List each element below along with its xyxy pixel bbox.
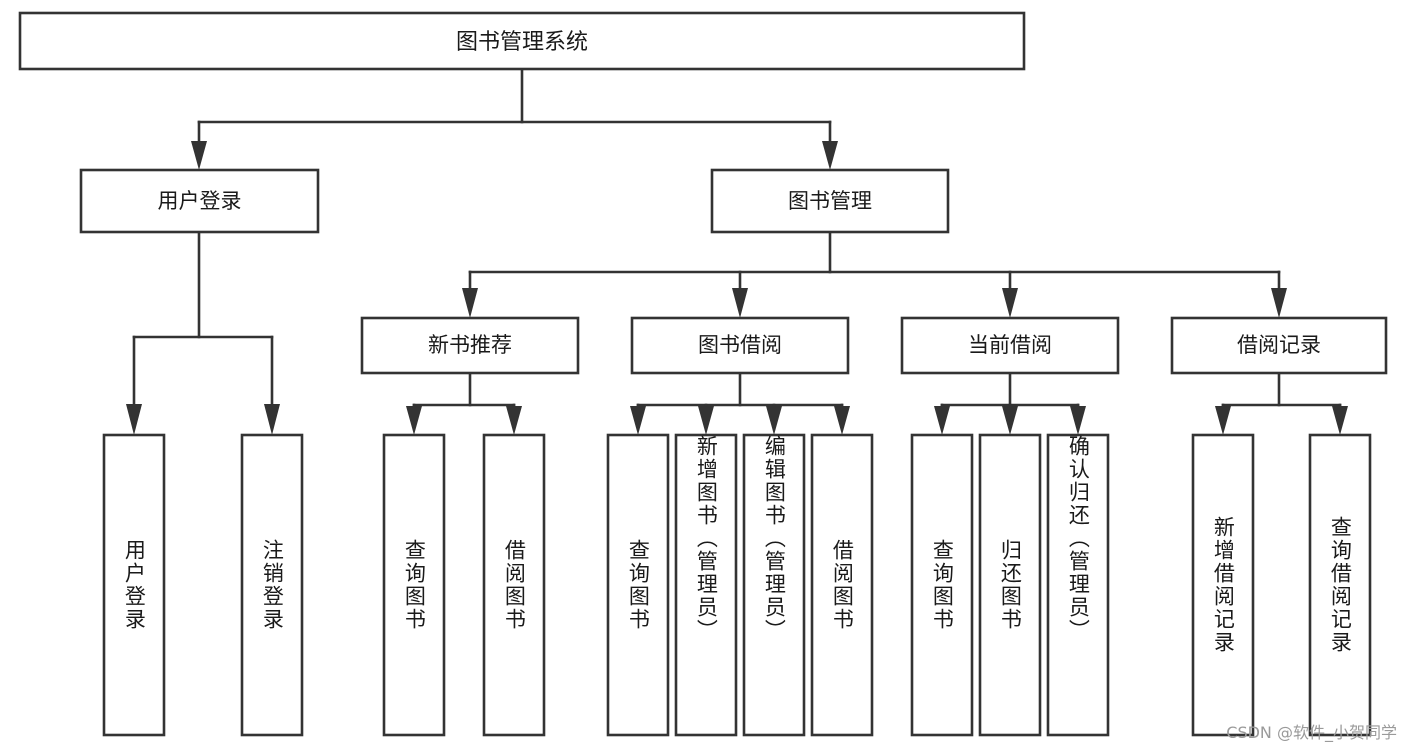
arrow-current-borrow-leaf-1	[934, 406, 950, 435]
arrow-root-to-book-mgmt	[822, 141, 838, 170]
leaf-box-user-login-1[interactable]	[102, 433, 166, 737]
leaf-box-new-book-2[interactable]	[482, 433, 546, 737]
arrow-book-borrow-leaf-3	[766, 406, 782, 435]
node-root[interactable]	[18, 11, 1026, 71]
arrow-book-mgmt-child-2	[732, 288, 748, 318]
leaf-box-book-borrow-1[interactable]	[606, 433, 670, 737]
node-book-management[interactable]	[710, 168, 950, 234]
node-user-login-label: 用户登录	[158, 189, 242, 213]
arrow-borrow-record-leaf-2	[1332, 406, 1348, 435]
arrow-book-borrow-leaf-2	[698, 406, 714, 435]
arrow-book-mgmt-child-1	[462, 288, 478, 318]
leaf-box-book-borrow-2[interactable]	[674, 433, 738, 737]
node-root-label: 图书管理系统	[456, 30, 588, 55]
node-new-book-recommend-label: 新书推荐	[428, 333, 512, 357]
node-book-borrow[interactable]	[630, 316, 850, 375]
arrow-new-book-leaf-2	[506, 406, 522, 435]
arrow-borrow-record-leaf-1	[1215, 406, 1231, 435]
leaf-box-user-login-2[interactable]	[240, 433, 304, 737]
node-current-borrow[interactable]	[900, 316, 1120, 375]
leaf-box-new-book-1[interactable]	[382, 433, 446, 737]
leaf-box-book-borrow-4[interactable]	[810, 433, 874, 737]
node-current-borrow-label: 当前借阅	[968, 333, 1052, 357]
node-user-login[interactable]	[79, 168, 320, 234]
arrow-user-login-leaf-1	[126, 404, 142, 435]
node-new-book-recommend[interactable]	[360, 316, 580, 375]
arrow-current-borrow-leaf-3	[1070, 406, 1086, 435]
leaf-box-current-borrow-2[interactable]	[978, 433, 1042, 737]
arrow-book-borrow-leaf-4	[834, 406, 850, 435]
node-book-management-label: 图书管理	[788, 189, 872, 213]
leaf-box-book-borrow-3[interactable]	[742, 433, 806, 737]
arrow-root-to-user-login	[191, 141, 207, 170]
watermark-text: CSDN @软件_小贺同学	[1226, 723, 1397, 742]
leaf-box-borrow-record-1[interactable]	[1191, 433, 1255, 737]
leaf-box-borrow-record-2[interactable]	[1308, 433, 1372, 737]
leaf-box-current-borrow-3[interactable]	[1046, 433, 1110, 737]
arrow-user-login-leaf-2	[264, 404, 280, 435]
node-borrow-record-label: 借阅记录	[1237, 333, 1321, 357]
arrow-new-book-leaf-1	[406, 406, 422, 435]
arrow-book-mgmt-child-4	[1271, 288, 1287, 318]
leaf-box-current-borrow-1[interactable]	[910, 433, 974, 737]
arrow-current-borrow-leaf-2	[1002, 406, 1018, 435]
node-book-borrow-label: 图书借阅	[698, 333, 782, 357]
arrow-book-mgmt-child-3	[1002, 288, 1018, 318]
node-borrow-record[interactable]	[1170, 316, 1388, 375]
arrow-book-borrow-leaf-1	[630, 406, 646, 435]
